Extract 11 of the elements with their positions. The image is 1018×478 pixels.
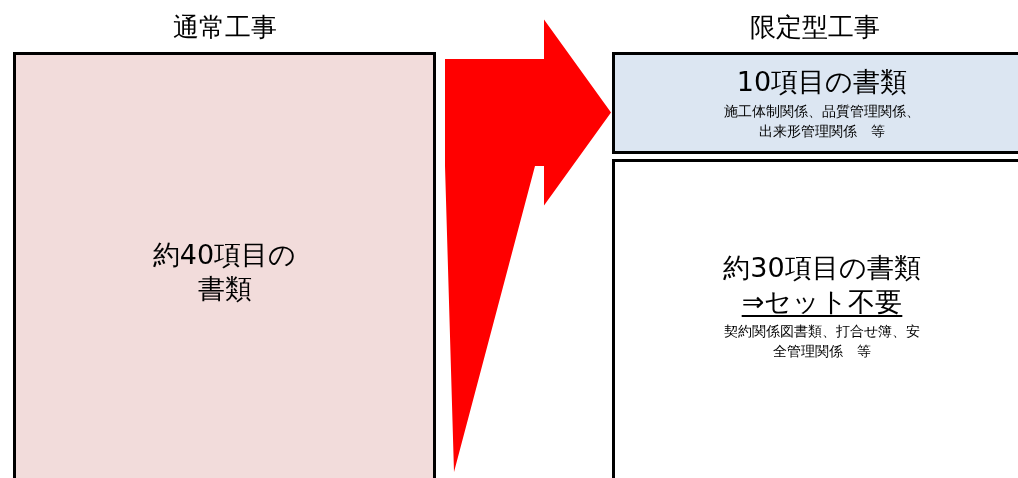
heading: 限定型工事: [749, 12, 881, 42]
process-box: [612, 52, 1018, 154]
box-title: 10項目の書類: [736, 65, 908, 99]
heading: 通常工事: [171, 12, 278, 42]
box-title: 約40項目の書類: [151, 238, 298, 306]
box-title: 約30項目の書類: [723, 250, 921, 285]
box-note: 施工体制関係、品質管理関係、出来形管理関係 等: [723, 102, 921, 141]
box-subtitle: ⇒セット不要: [741, 284, 903, 319]
process-box: [612, 159, 1018, 478]
block-arrow: [445, 19, 611, 472]
box-note: 契約関係図書類、打合せ簿、安全管理関係 等: [723, 321, 921, 361]
